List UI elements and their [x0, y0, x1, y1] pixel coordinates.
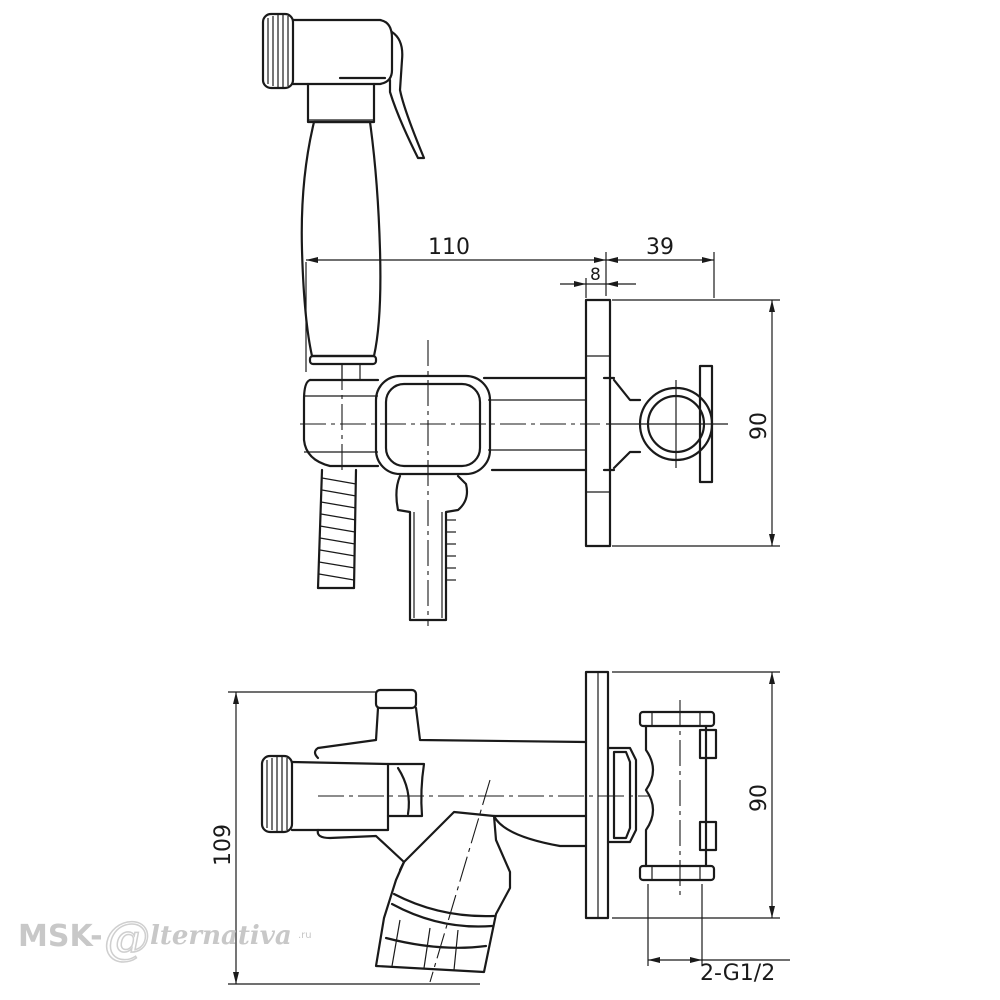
watermark-prefix: MSK- [18, 919, 103, 954]
watermark-logo: MSK- @ lternativa .ru [18, 910, 312, 966]
hose [316, 468, 358, 590]
side-holder [313, 688, 588, 872]
side-wall-plate [584, 670, 638, 920]
dim-thread: 2-G1/2 [647, 884, 790, 986]
front-view: 110 39 8 90 [261, 12, 780, 626]
dim-height-90-side: 90 [612, 671, 780, 919]
outlet-pipe [395, 474, 469, 622]
svg-text:@: @ [104, 911, 150, 965]
watermark-script: lternativa [150, 921, 292, 951]
side-outlet [374, 810, 512, 974]
watermark-suffix: .ru [298, 930, 312, 941]
side-fitting [638, 710, 718, 882]
dim-label-90-side: 90 [747, 784, 772, 812]
side-view: 109 90 2-G1/2 [211, 670, 790, 986]
connection-fitting [606, 364, 728, 484]
dim-label-110: 110 [428, 235, 470, 260]
side-spray-head [260, 754, 426, 834]
dim-height-90-top: 90 [612, 299, 780, 547]
dim-offset-8: 8 [560, 265, 636, 298]
dim-label-90-top: 90 [747, 412, 772, 440]
dim-depth-39: 39 [606, 235, 715, 298]
dim-height-109: 109 [211, 691, 480, 985]
spray-head [261, 12, 426, 160]
dim-label-39: 39 [646, 235, 674, 260]
dim-label-thread: 2-G1/2 [700, 961, 775, 986]
dim-label-8: 8 [590, 265, 601, 285]
dim-label-109: 109 [211, 824, 236, 866]
dim-width-110: 110 [305, 235, 607, 372]
holder-body [302, 364, 588, 476]
sprayer-handle [300, 120, 382, 366]
wall-plate [584, 298, 616, 548]
